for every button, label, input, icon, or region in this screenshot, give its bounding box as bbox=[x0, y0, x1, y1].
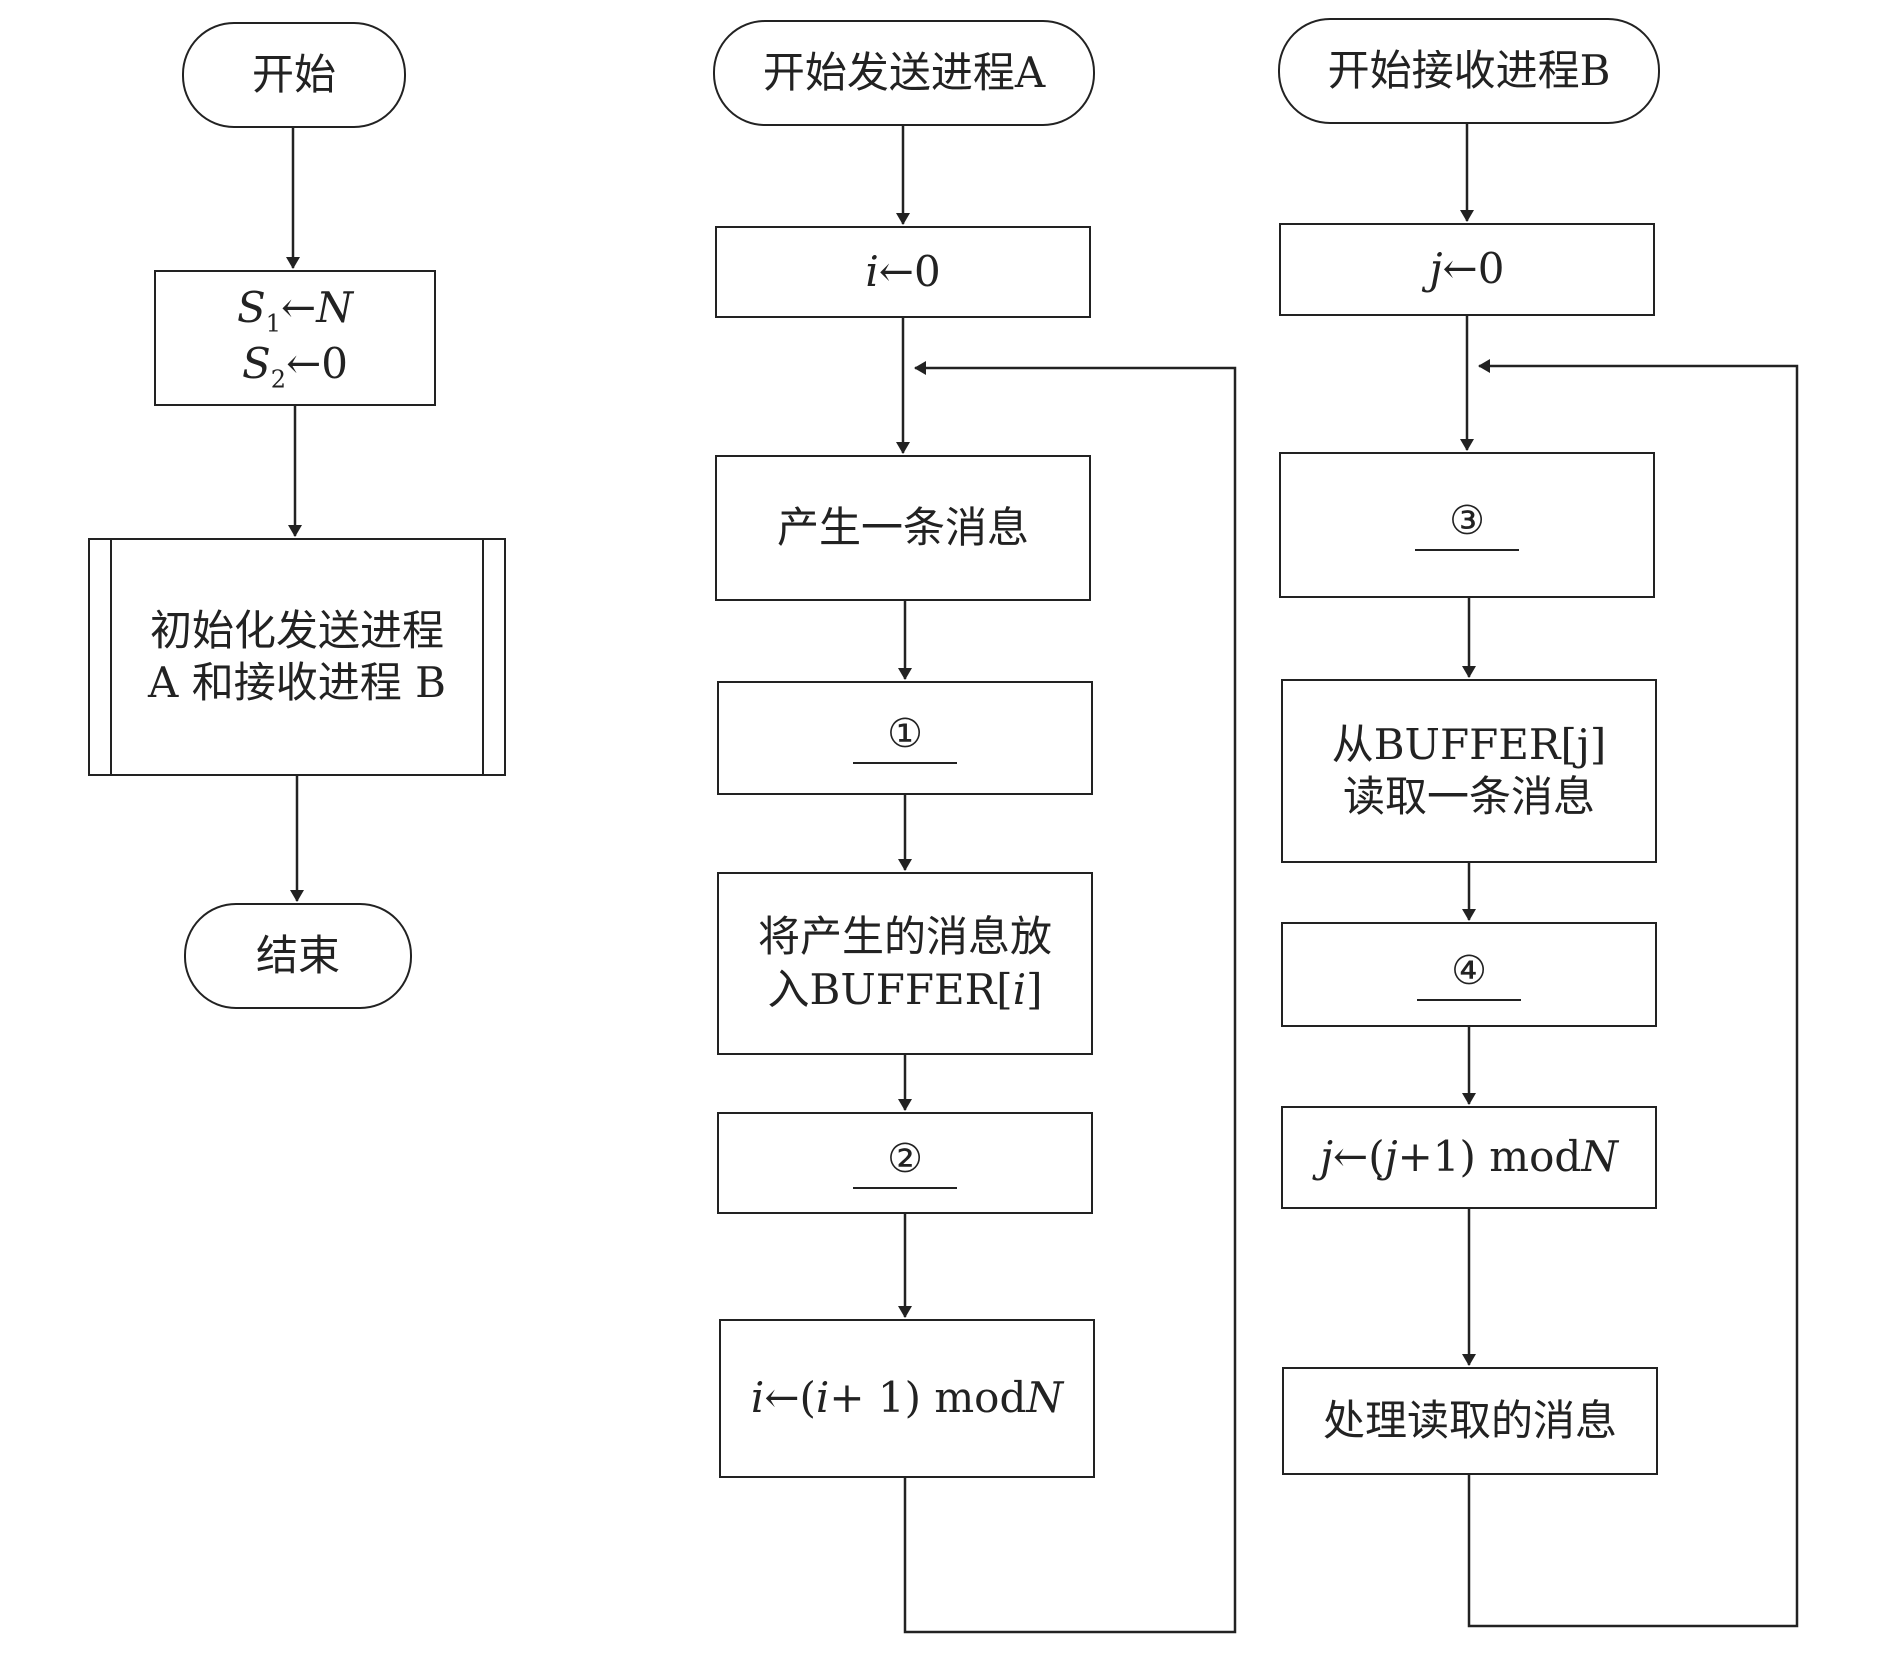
main-end-label: 结束 bbox=[255, 930, 340, 980]
b-update-variable2: j bbox=[1384, 1132, 1398, 1182]
s2-subscript: 2 bbox=[270, 365, 287, 394]
a-update-line: i←(i+ 1) modN bbox=[751, 1372, 1063, 1425]
a-update-mid: ←( bbox=[764, 1373, 816, 1423]
s1-arrow: ← bbox=[281, 282, 317, 332]
a-put-suffix: ] bbox=[1026, 964, 1043, 1014]
main-start-terminal: 开始 bbox=[182, 22, 406, 128]
b-loop-back-line bbox=[1467, 359, 1799, 1628]
s2-value: 0 bbox=[321, 339, 348, 388]
s1-value: N bbox=[316, 282, 353, 332]
a-init-box: i←0 bbox=[715, 226, 1091, 318]
init-processes-line1: 初始化发送进程 bbox=[149, 605, 444, 655]
b-update-mid: ←( bbox=[1333, 1132, 1385, 1182]
b-read-message-box: 从BUFFER[j] 读取一条消息 bbox=[1281, 679, 1657, 863]
a-update-index-box: i←(i+ 1) modN bbox=[719, 1319, 1095, 1478]
a-put-index: i bbox=[1012, 964, 1027, 1014]
b-update-line: j←(j+1) modN bbox=[1320, 1131, 1618, 1184]
s2-variable: S bbox=[242, 339, 271, 388]
a-put-line2: 入BUFFER[i] bbox=[767, 964, 1042, 1017]
b-start-label: 开始接收进程B bbox=[1327, 45, 1611, 95]
init-processes-line2: A 和接收进程 B bbox=[148, 658, 446, 707]
main-init-processes-box: 初始化发送进程 A 和接收进程 B bbox=[88, 538, 506, 776]
a-update-variable: i bbox=[750, 1373, 765, 1423]
main-end-terminal: 结束 bbox=[184, 903, 412, 1009]
a-update-n: N bbox=[1026, 1373, 1064, 1423]
a-blank-1-label: ① bbox=[853, 712, 957, 764]
b-init-box: j←0 bbox=[1279, 223, 1655, 316]
init-s1-line: S1←N bbox=[237, 282, 353, 338]
main-init-semaphores-box: S1←N S2←0 bbox=[154, 270, 436, 406]
a-blank-2-label: ② bbox=[853, 1137, 957, 1189]
a-produce-message-box: 产生一条消息 bbox=[715, 455, 1091, 601]
b-blank-4-label: ④ bbox=[1417, 949, 1521, 1001]
b-blank-4-box: ④ bbox=[1281, 922, 1657, 1027]
b-update-rest: +1) mod bbox=[1397, 1132, 1582, 1182]
b-init-rest: ←0 bbox=[1442, 244, 1505, 294]
a-blank-2-box: ② bbox=[717, 1112, 1093, 1214]
a-init-rest: ←0 bbox=[878, 246, 941, 296]
a-update-variable2: i bbox=[815, 1373, 830, 1423]
a-init-variable: i bbox=[865, 246, 879, 296]
a-update-rest: + 1) mod bbox=[829, 1373, 1027, 1423]
b-process-message-box: 处理读取的消息 bbox=[1282, 1367, 1658, 1475]
b-read-line1: 从BUFFER[j] bbox=[1331, 719, 1607, 769]
b-init-variable: j bbox=[1429, 244, 1443, 294]
b-process-label: 处理读取的消息 bbox=[1322, 1395, 1617, 1445]
a-init-line: i←0 bbox=[865, 246, 940, 299]
b-read-line2: 读取一条消息 bbox=[1342, 772, 1595, 821]
init-s2-line: S2←0 bbox=[242, 338, 348, 394]
b-update-variable: j bbox=[1319, 1132, 1333, 1182]
a-start-terminal: 开始发送进程A bbox=[713, 20, 1095, 126]
s1-variable: S bbox=[236, 282, 266, 332]
s2-arrow: ← bbox=[286, 339, 322, 388]
b-blank-3-box: ③ bbox=[1279, 452, 1655, 598]
a-put-message-box: 将产生的消息放 入BUFFER[i] bbox=[717, 872, 1093, 1055]
a-put-prefix: 入BUFFER[ bbox=[767, 964, 1013, 1014]
b-update-index-box: j←(j+1) modN bbox=[1281, 1106, 1657, 1209]
a-put-line1: 将产生的消息放 bbox=[757, 912, 1052, 961]
b-start-terminal: 开始接收进程B bbox=[1278, 18, 1660, 124]
s1-subscript: 1 bbox=[265, 309, 282, 337]
a-loop-back-line bbox=[903, 361, 1237, 1634]
b-init-line: j←0 bbox=[1430, 243, 1505, 296]
b-blank-3-label: ③ bbox=[1415, 499, 1519, 551]
a-start-label: 开始发送进程A bbox=[762, 47, 1046, 97]
a-blank-1-box: ① bbox=[717, 681, 1093, 795]
a-produce-label: 产生一条消息 bbox=[776, 502, 1029, 552]
b-update-n: N bbox=[1581, 1132, 1619, 1182]
main-start-label: 开始 bbox=[251, 49, 336, 99]
